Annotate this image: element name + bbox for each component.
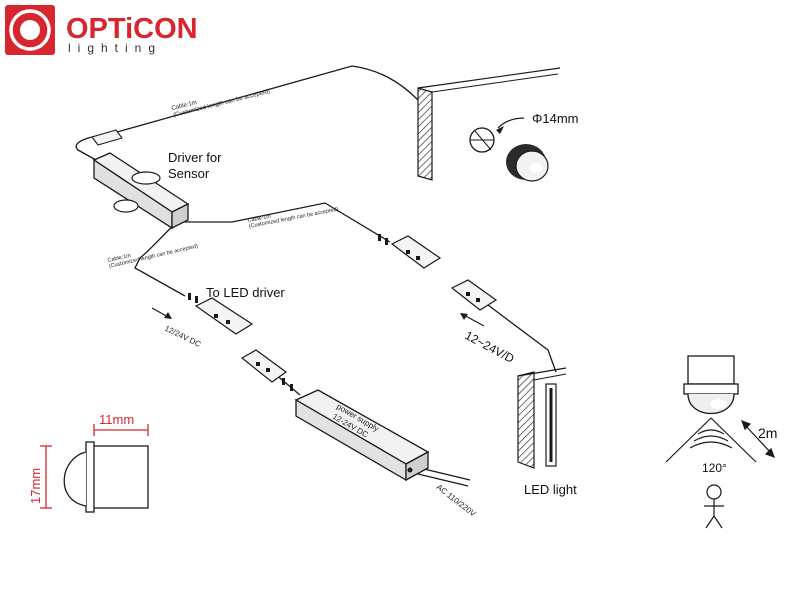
svg-text:Cable:1m: Cable:1m bbox=[247, 214, 272, 224]
sensor-driver-label-2: Sensor bbox=[168, 166, 210, 181]
sensor-driver bbox=[92, 152, 190, 230]
light-cable bbox=[185, 202, 391, 243]
voltage-label-small: 12/24V DC bbox=[163, 324, 202, 349]
brand-name: OPTiCON bbox=[66, 13, 198, 45]
sensor-side-view bbox=[63, 441, 149, 513]
connector-male-lower bbox=[194, 297, 254, 335]
sensor-head bbox=[469, 117, 549, 182]
led-light-cable bbox=[487, 304, 557, 373]
led-light-wall bbox=[517, 367, 567, 469]
distance-arrow bbox=[740, 419, 776, 459]
connector-male-upper bbox=[390, 235, 442, 269]
to-led-driver-label: To LED driver bbox=[206, 285, 285, 300]
brand-tagline: lighting bbox=[68, 41, 162, 55]
person-figure bbox=[704, 484, 724, 529]
sensor-driver-label-1: Driver for bbox=[168, 150, 222, 165]
detection-cone bbox=[665, 417, 757, 463]
distance-label: 2m bbox=[758, 425, 777, 441]
width-dimension-label: 11mm bbox=[99, 412, 134, 427]
inline-connector-top bbox=[91, 129, 123, 146]
upper-wall bbox=[417, 67, 561, 181]
cable-note-left: Cable:1m (Customized length can be accep… bbox=[107, 243, 199, 269]
led-light-label: LED light bbox=[524, 482, 577, 497]
power-supply bbox=[294, 389, 430, 482]
ac-input-label: AC 110/220V bbox=[435, 482, 478, 518]
cable-ticks bbox=[188, 234, 388, 391]
brand-logo: OPTiCON lighting bbox=[5, 5, 198, 55]
height-dimension-label: 17mm bbox=[28, 468, 43, 504]
cable-note-top: Cable:1m (Customized length can be accep… bbox=[171, 89, 271, 119]
ac-cable bbox=[419, 467, 471, 481]
connector-female-lower bbox=[240, 349, 288, 383]
sensor-cable bbox=[75, 65, 419, 151]
cable-note-middle: Cable:1m (Customized length can be accep… bbox=[247, 207, 339, 230]
height-dimension bbox=[40, 445, 52, 509]
connector-female-upper bbox=[450, 279, 498, 311]
detection-sensor bbox=[683, 355, 739, 415]
voltage-label-large: 12~24V/D bbox=[463, 328, 517, 366]
angle-label: 120° bbox=[702, 461, 727, 475]
sensor-diameter-label: Φ14mm bbox=[532, 111, 579, 126]
svg-text:Cable:1m: Cable:1m bbox=[107, 253, 132, 264]
width-dimension bbox=[93, 424, 149, 436]
